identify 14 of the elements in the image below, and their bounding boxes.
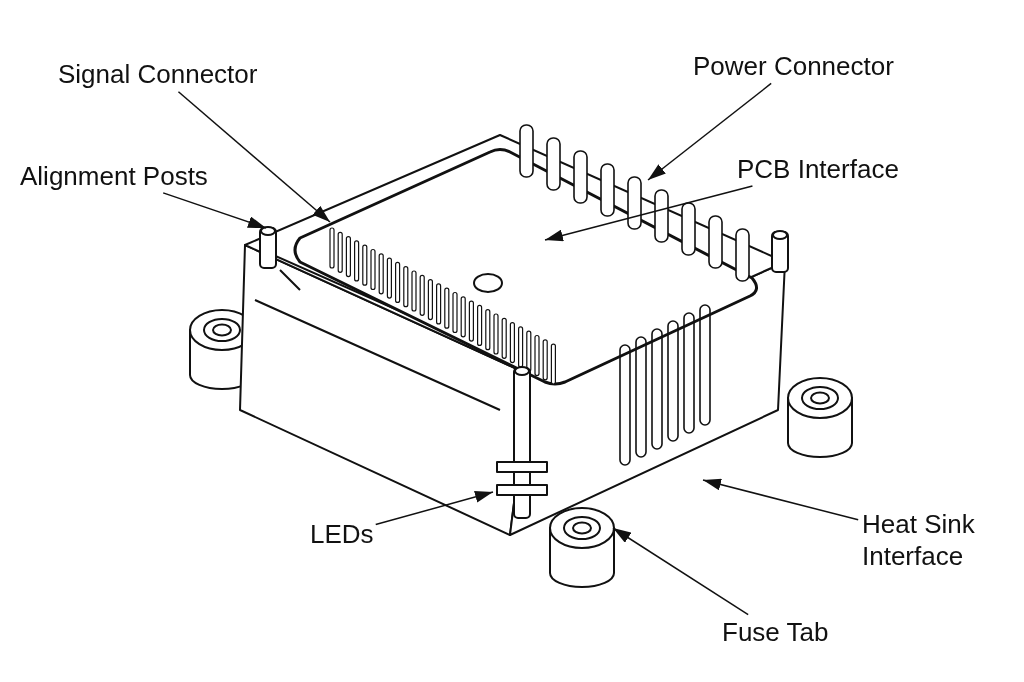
callout-label: Heat Sink Interface <box>862 508 1012 572</box>
callout-label: Fuse Tab <box>722 616 829 648</box>
leader-line <box>544 185 754 242</box>
leader-line <box>162 192 267 229</box>
callout-label: Signal Connector <box>58 58 258 90</box>
leader-line <box>702 478 859 521</box>
callout-label: Alignment Posts <box>20 160 208 192</box>
callout-label: LEDs <box>310 518 374 550</box>
leader-line <box>647 82 772 181</box>
leader-line <box>177 91 331 223</box>
callout-label: Power Connector <box>693 50 894 82</box>
leader-line <box>612 527 749 616</box>
leader-line <box>375 491 494 526</box>
callout-label: PCB Interface <box>737 153 899 185</box>
